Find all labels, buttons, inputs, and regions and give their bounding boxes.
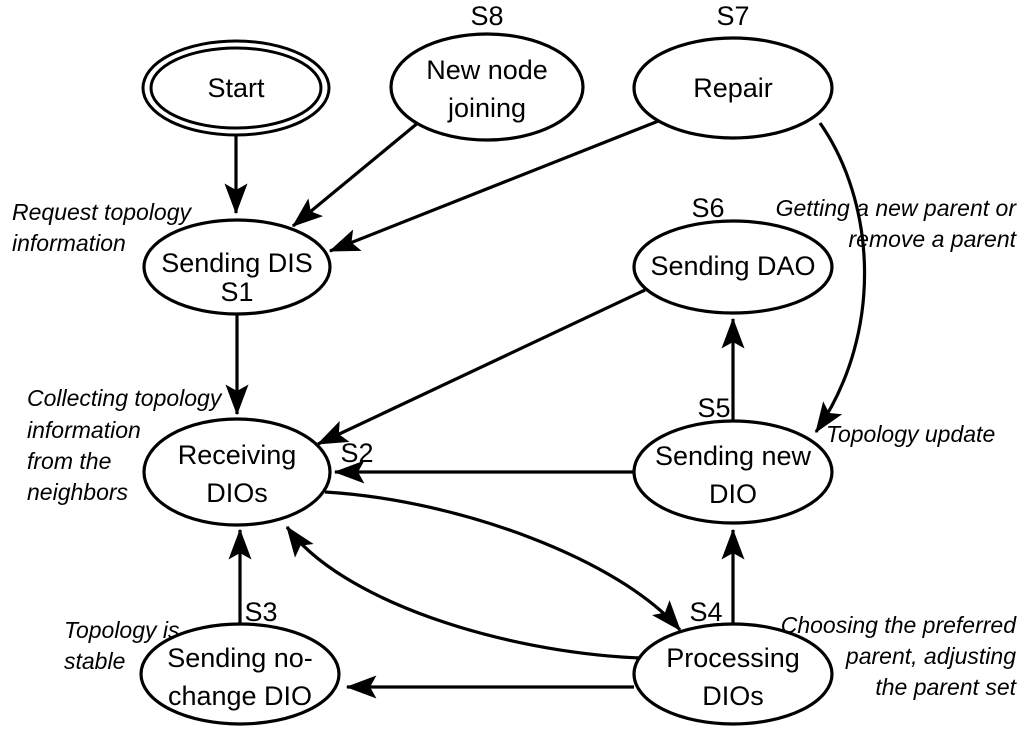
- node-sending-dao[interactable]: Sending DAO S6: [632, 193, 834, 315]
- receiving-dios-label-line1: Receiving: [178, 440, 297, 470]
- edge-receiving-dios-to-processing-dios: [324, 490, 682, 632]
- new-node-joining-label-line1: New node: [426, 55, 548, 85]
- sending-no-change-dio-label-line1: Sending no-: [167, 643, 313, 673]
- topology-is-stable-line2: stable: [64, 648, 125, 674]
- state-id-s5: S5: [697, 393, 730, 423]
- start-inner-ellipse: [149, 46, 323, 130]
- processing-dios-ellipse: [632, 622, 834, 726]
- node-start[interactable]: Start: [141, 39, 331, 137]
- edge-repair-to-sending-new-dio: [814, 122, 867, 434]
- edge-repair-to-sending-dis: [328, 118, 662, 253]
- annotation-topology-update: Topology update: [826, 421, 995, 447]
- node-processing-dios[interactable]: Processing DIOs S4: [632, 597, 834, 726]
- edge-new-node-joining-to-sending-dis: [291, 120, 421, 228]
- collecting-topology-line1: Collecting topology: [27, 385, 223, 411]
- topology-update-line1: Topology update: [826, 421, 995, 447]
- annotation-request-topology: Request topology information: [12, 199, 193, 256]
- choosing-preferred-parent-line2: parent, adjusting: [845, 643, 1016, 669]
- state-id-s2: S2: [340, 438, 373, 468]
- request-topology-line2: information: [12, 230, 126, 256]
- edge-processing-dios-to-receiving-dios: [285, 525, 641, 660]
- processing-dios-label-line2: DIOs: [702, 681, 764, 711]
- nodes-layer: Start New node joining S8 Repair S7 Send…: [139, 1, 834, 726]
- sending-new-dio-label-line1: Sending new: [655, 441, 812, 471]
- topology-is-stable-line1: Topology is: [64, 617, 180, 643]
- sending-new-dio-label-line2: DIO: [709, 479, 757, 509]
- edge-sending-dao-to-receiving-dios: [316, 288, 646, 446]
- getting-new-parent-line1: Getting a new parent or: [776, 195, 1018, 221]
- node-sending-dis[interactable]: Sending DIS S1: [142, 218, 332, 316]
- receiving-dios-label-line2: DIOs: [206, 478, 268, 508]
- new-node-joining-ellipse: [389, 32, 585, 142]
- node-sending-new-dio[interactable]: Sending new DIO S5: [632, 393, 834, 525]
- receiving-dios-ellipse: [142, 417, 332, 527]
- node-new-node-joining[interactable]: New node joining S8: [389, 1, 585, 142]
- getting-new-parent-line2: remove a parent: [849, 226, 1018, 252]
- request-topology-line1: Request topology: [12, 199, 193, 225]
- sending-dis-ellipse: [142, 218, 332, 316]
- edges-layer: [224, 118, 867, 699]
- collecting-topology-line4: neighbors: [27, 479, 129, 505]
- choosing-preferred-parent-line3: the parent set: [875, 674, 1017, 700]
- sending-dao-label: Sending DAO: [650, 251, 815, 281]
- node-repair[interactable]: Repair S7: [632, 1, 834, 140]
- annotation-topology-is-stable: Topology is stable: [64, 617, 180, 674]
- state-id-s3: S3: [244, 597, 277, 627]
- collecting-topology-line3: from the: [27, 448, 111, 474]
- sending-no-change-dio-ellipse: [139, 622, 341, 726]
- sending-dis-label: Sending DIS: [161, 248, 313, 278]
- state-id-s8: S8: [470, 1, 503, 31]
- annotation-collecting-topology: Collecting topology information from the…: [27, 385, 223, 505]
- state-id-s4: S4: [689, 597, 722, 627]
- annotations-layer: Request topology information Collecting …: [12, 195, 1018, 700]
- choosing-preferred-parent-line1: Choosing the preferred: [781, 612, 1017, 638]
- sending-dao-ellipse: [632, 219, 834, 315]
- state-id-s6: S6: [691, 193, 724, 223]
- state-id-s7: S7: [716, 1, 749, 31]
- processing-dios-label-line1: Processing: [666, 643, 800, 673]
- state-id-s1: S1: [220, 277, 253, 307]
- start-label: Start: [207, 73, 265, 103]
- node-sending-no-change-dio[interactable]: Sending no- change DIO S3: [139, 597, 341, 726]
- repair-ellipse: [632, 36, 834, 140]
- sending-no-change-dio-label-line2: change DIO: [168, 681, 312, 711]
- new-node-joining-label-line2: joining: [447, 93, 526, 123]
- collecting-topology-line2: information: [27, 417, 141, 443]
- sending-new-dio-ellipse: [632, 419, 834, 525]
- repair-label: Repair: [693, 73, 773, 103]
- annotation-getting-new-parent: Getting a new parent or remove a parent: [776, 195, 1018, 252]
- annotation-choosing-preferred-parent: Choosing the preferred parent, adjusting…: [781, 612, 1018, 700]
- node-receiving-dios[interactable]: Receiving DIOs S2: [142, 417, 374, 527]
